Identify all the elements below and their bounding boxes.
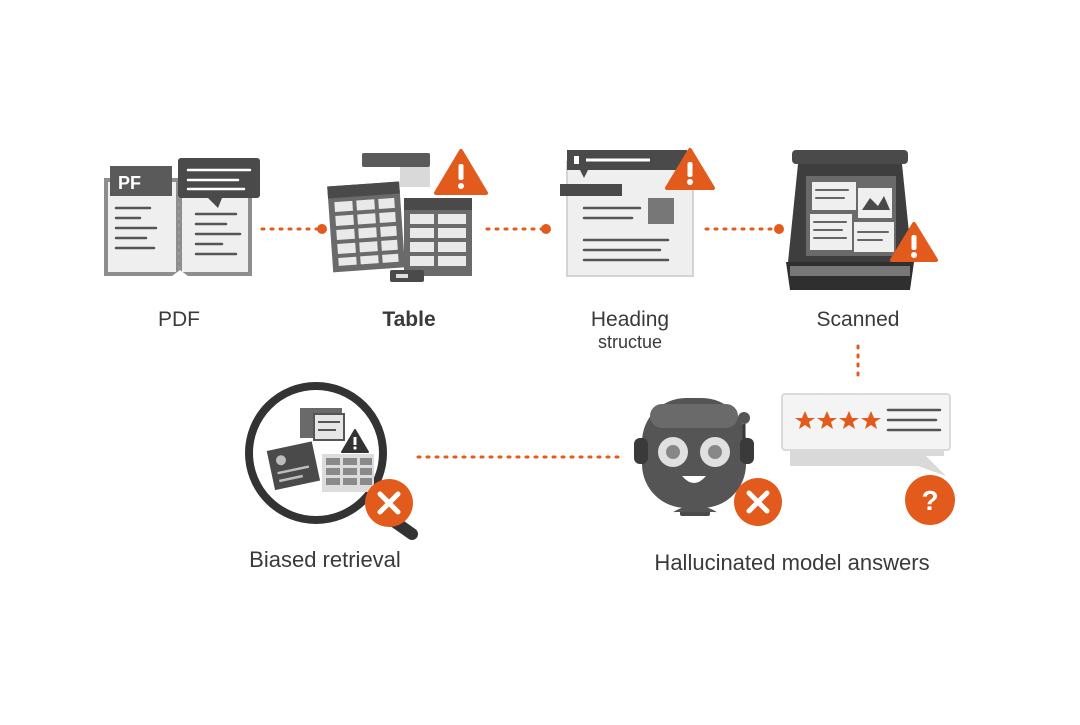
document-pdf-icon: PF [104, 158, 260, 276]
svg-text:?: ? [921, 485, 938, 516]
label-hallucinated-answers: Hallucinated model answers [654, 552, 929, 574]
question-icon: ? [905, 475, 955, 525]
label-biased-retrieval: Biased retrieval [249, 549, 401, 571]
rating-bubble-icon [782, 394, 950, 476]
warning-icon [436, 151, 486, 193]
label-heading-structure: Heading structue [591, 309, 669, 353]
label-scanned: Scanned [817, 309, 900, 331]
scanner-icon [786, 150, 914, 290]
label-heading-line2: structue [591, 331, 669, 353]
heading-structure-icon [560, 150, 693, 276]
label-table: Table [382, 309, 435, 331]
label-pdf: PDF [158, 309, 200, 331]
error-x-icon [734, 478, 782, 526]
svg-text:PF: PF [118, 173, 141, 193]
error-x-icon [365, 479, 413, 527]
label-heading-line1: Heading [591, 308, 669, 331]
